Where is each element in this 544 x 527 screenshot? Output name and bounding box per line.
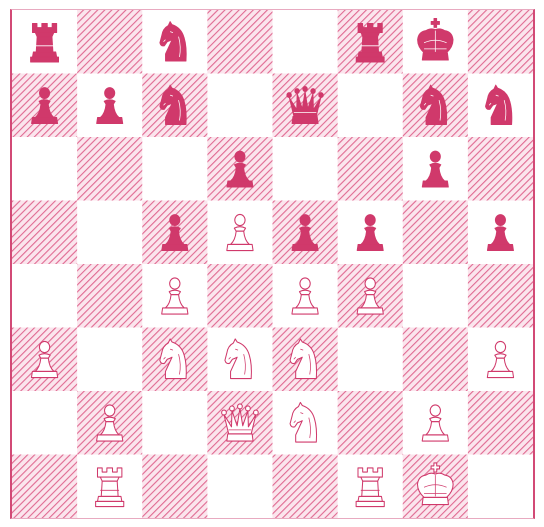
square-h6[interactable] [468,137,533,201]
square-h8[interactable] [468,10,533,74]
square-h1[interactable] [468,455,533,519]
square-f3[interactable] [338,328,404,392]
square-d1[interactable] [207,455,273,519]
square-e1[interactable] [273,455,339,519]
square-a5[interactable] [12,201,78,265]
square-b3[interactable] [77,328,143,392]
square-c1[interactable] [142,455,208,519]
square-f2[interactable] [338,391,404,455]
square-f6[interactable] [338,137,404,201]
square-b8[interactable] [77,10,143,74]
square-d8[interactable] [207,10,273,74]
square-f7[interactable] [338,74,404,138]
square-h2[interactable] [468,391,533,455]
square-a6[interactable] [12,137,78,201]
square-g4[interactable] [403,264,469,328]
chess-board [12,10,533,518]
square-d4[interactable] [207,264,273,328]
square-h4[interactable] [468,264,533,328]
square-d7[interactable] [207,74,273,138]
square-b6[interactable] [77,137,143,201]
square-b5[interactable] [77,201,143,265]
square-a1[interactable] [12,455,78,519]
square-g5[interactable] [403,201,469,265]
chess-board-frame [10,9,535,519]
square-b4[interactable] [77,264,143,328]
square-c6[interactable] [142,137,208,201]
square-a2[interactable] [12,391,78,455]
square-c2[interactable] [142,391,208,455]
square-g3[interactable] [403,328,469,392]
square-e8[interactable] [273,10,339,74]
square-a4[interactable] [12,264,78,328]
square-e6[interactable] [273,137,339,201]
